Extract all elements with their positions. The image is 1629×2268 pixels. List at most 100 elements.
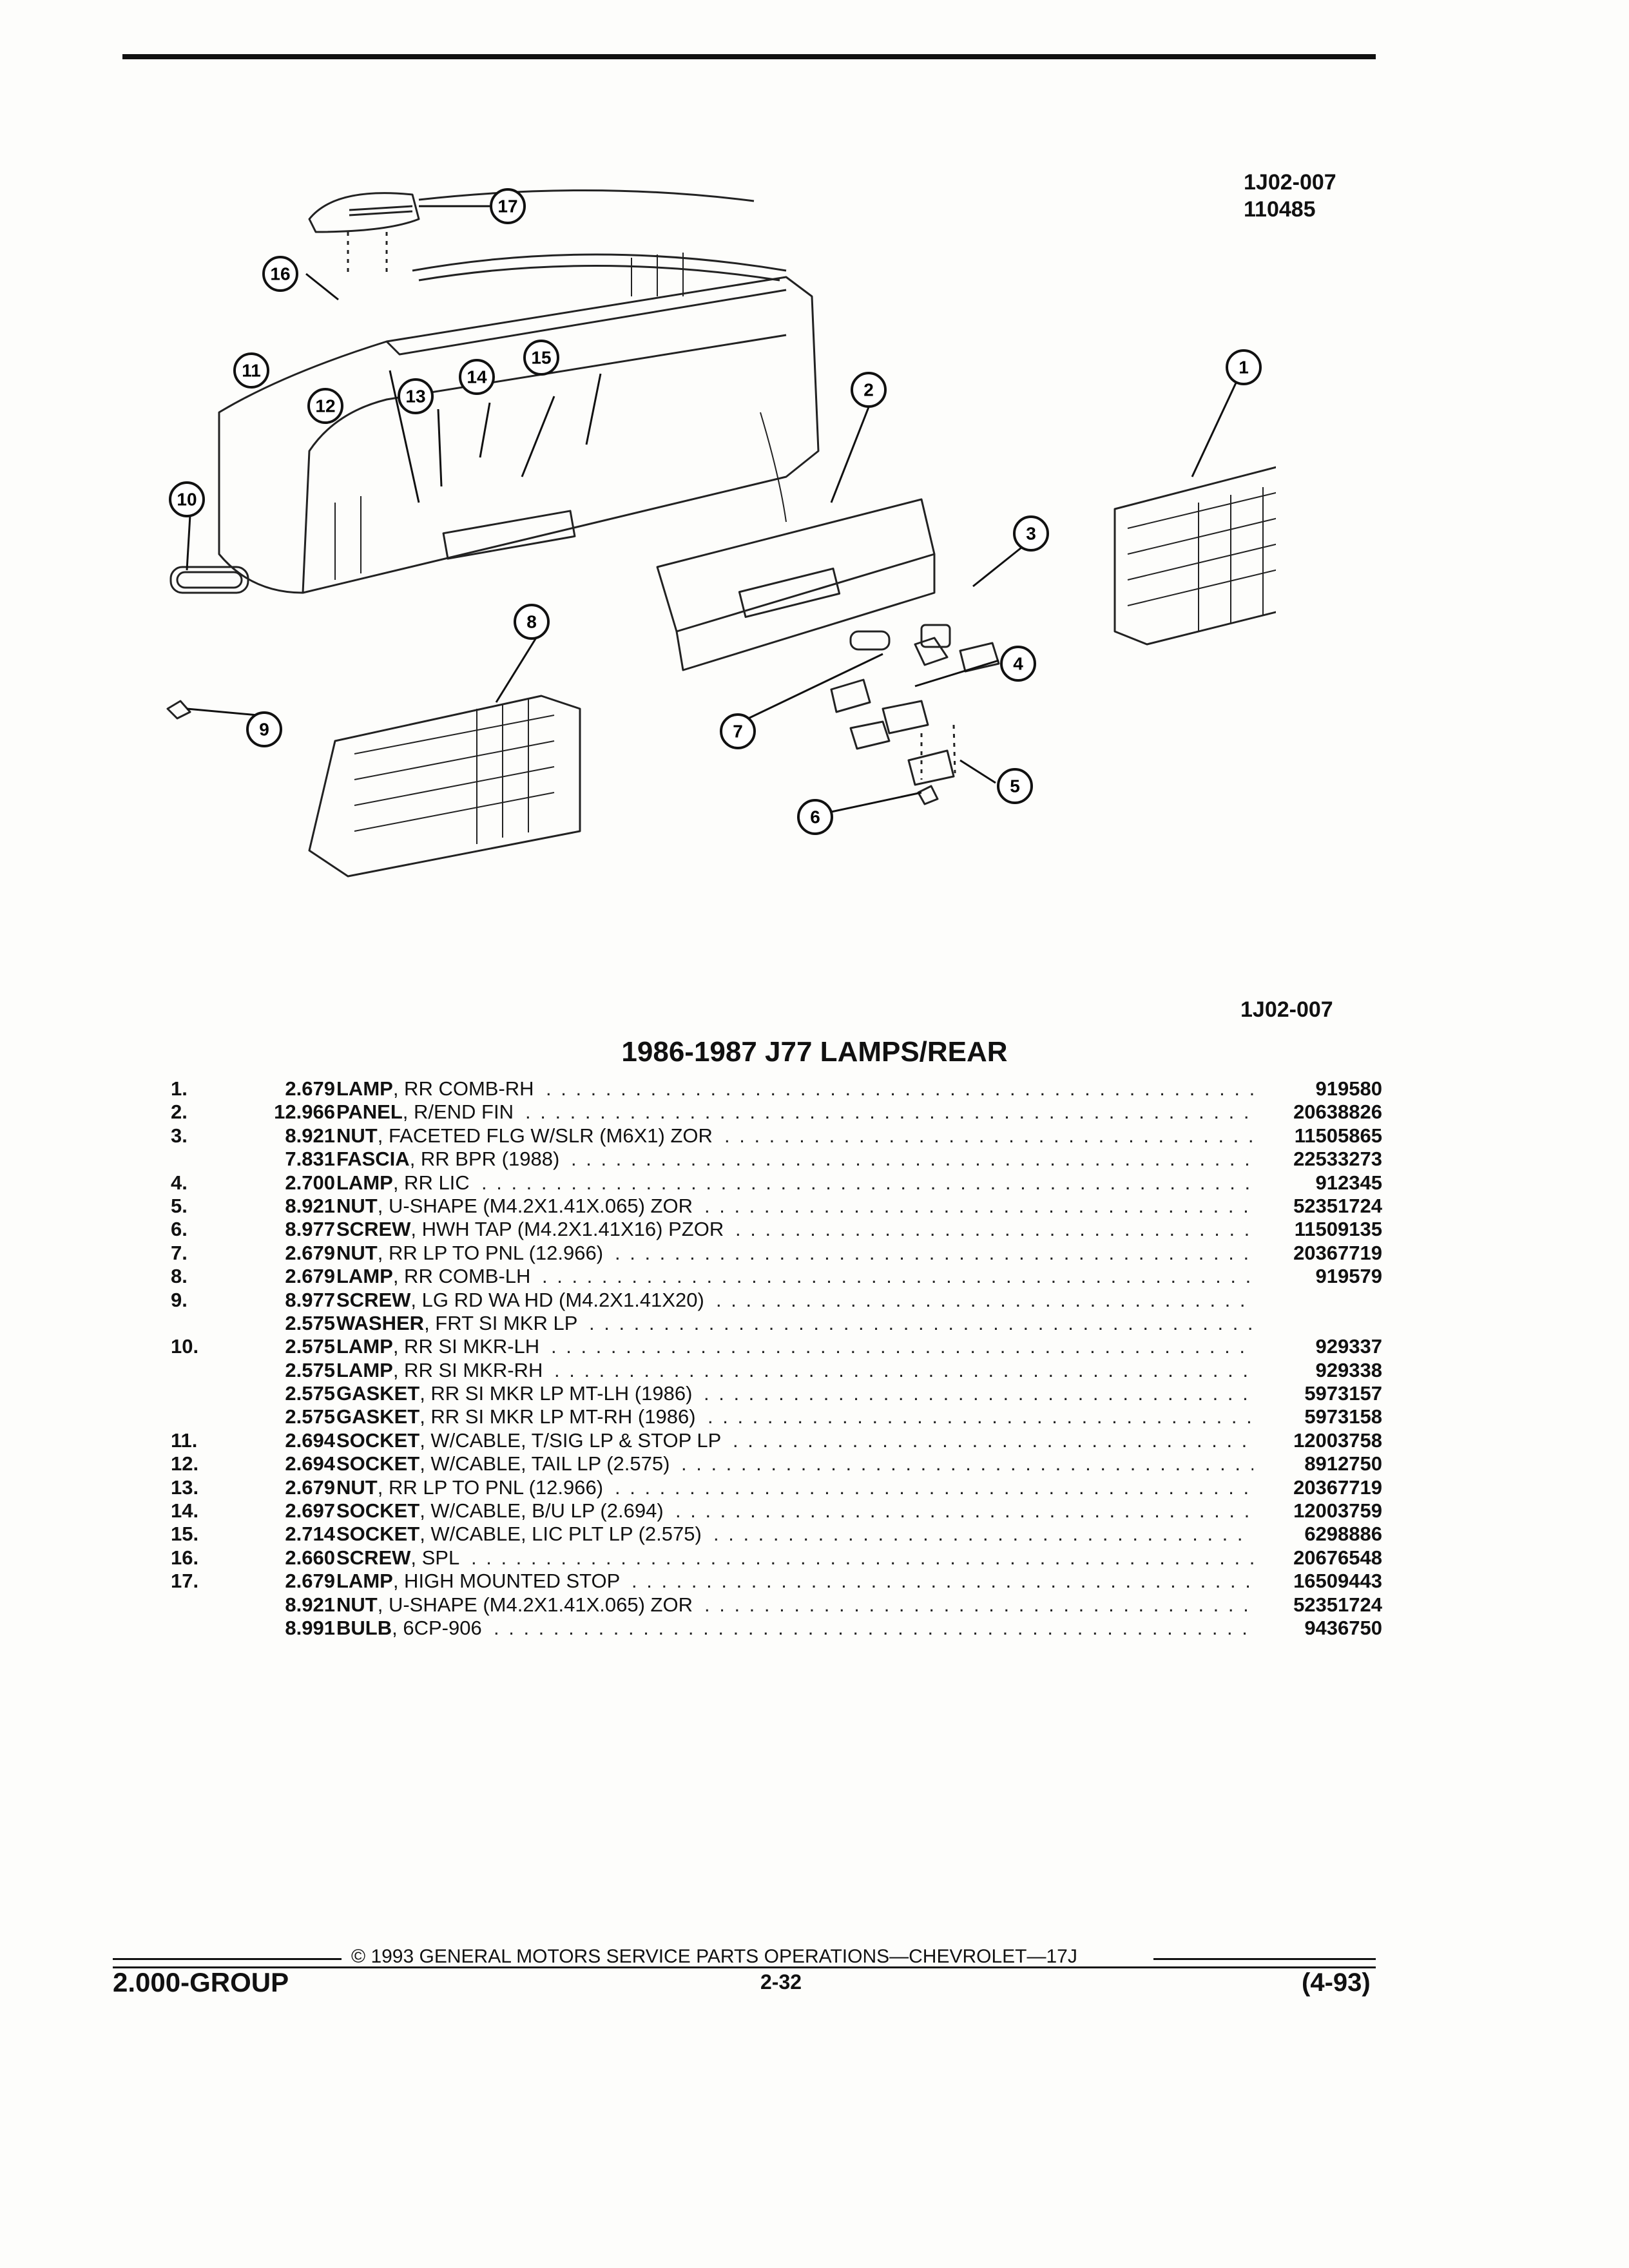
leader-dots: . . . . . . . . . . . . . . . . . . . . … [675,1499,1253,1523]
group-number: 7.831 [285,1148,335,1171]
ref-number: 12. [171,1452,199,1475]
part-description: NUT, FACETED FLG W/SLR (M6X1) ZOR [336,1124,713,1148]
ref-number: 17. [171,1570,199,1593]
figure-code-bottom: 1J02-007 [1240,997,1333,1022]
part-number: 9436750 [1304,1616,1382,1639]
callout-15-label: 15 [531,348,551,368]
callout-10: 10 [169,481,205,517]
callout-16-label: 16 [270,264,290,284]
leader-dots: . . . . . . . . . . . . . . . . . . . . … [735,1218,1253,1241]
lh-comb-lamp-shape [308,695,581,878]
part-number: 52351724 [1293,1593,1382,1616]
part-number: 20638826 [1293,1100,1382,1124]
part-detail: , HIGH MOUNTED STOP [392,1570,621,1593]
part-description: BULB, 6CP-906 [336,1617,482,1640]
leader-dots: . . . . . . . . . . . . . . . . . . . . … [704,1382,1253,1405]
part-number: 16509443 [1293,1570,1382,1593]
callout-6: 6 [797,799,833,835]
part-number: 912345 [1315,1171,1382,1194]
part-description: FASCIA, RR BPR (1988) [336,1148,559,1171]
ref-number: 8. [171,1265,188,1288]
callout-7: 7 [720,713,756,749]
footer-bottom-rule [113,1966,1376,1968]
part-number: 919579 [1315,1265,1382,1288]
callout-4: 4 [1000,646,1036,682]
figure-date-code: 110485 [1244,197,1316,222]
part-number: 20367719 [1293,1475,1382,1499]
group-number: 2.660 [285,1546,335,1569]
ref-number: 2. [171,1100,188,1124]
part-detail: , RR SI MKR-LH [392,1335,540,1358]
leader-dots: . . . . . . . . . . . . . . . . . . . . … [481,1171,1253,1194]
part-number: 8912750 [1304,1452,1382,1475]
group-number: 2.694 [285,1452,335,1475]
group-number: 2.679 [285,1241,335,1264]
callout-5-label: 5 [1010,776,1020,796]
leader-dots: . . . . . . . . . . . . . . . . . . . . … [494,1616,1253,1639]
ref-number: 11. [171,1428,198,1452]
part-detail: , SPL [410,1546,460,1569]
callout-12-label: 12 [315,396,335,416]
part-name: NUT [336,1194,378,1217]
callout-11: 11 [233,352,269,389]
part-name: LAMP [336,1570,393,1593]
group-number: 2.575 [285,1311,335,1334]
callout-17-label: 17 [497,197,517,216]
group-number: 8.977 [285,1288,335,1311]
part-number: 929337 [1315,1335,1382,1358]
part-number: 12003759 [1293,1499,1382,1523]
part-description: NUT, U-SHAPE (M4.2X1.41X.065) ZOR [336,1593,693,1617]
part-name: FASCIA [336,1148,410,1171]
callout-10-label: 10 [177,490,197,510]
ref-number: 7. [171,1241,188,1264]
part-name: LAMP [336,1358,393,1381]
part-name: NUT [336,1475,378,1499]
part-name: LAMP [336,1077,393,1100]
part-name: BULB [336,1616,392,1639]
part-number: 52351724 [1293,1194,1382,1217]
ref-number: 10. [171,1335,199,1358]
part-name: SCREW [336,1288,411,1311]
leader-dots: . . . . . . . . . . . . . . . . . . . . … [571,1148,1253,1171]
part-number: 20367719 [1293,1241,1382,1264]
rear-body-shape [218,276,820,594]
part-name: SOCKET [336,1499,420,1523]
footer-rule-right [1153,1958,1376,1960]
part-description: LAMP, RR SI MKR-LH [336,1335,539,1358]
part-detail: , R/END FIN [402,1100,514,1124]
leader-dots: . . . . . . . . . . . . . . . . . . . . … [724,1124,1253,1147]
part-detail: , FACETED FLG W/SLR (M6X1) ZOR [377,1124,713,1147]
callout-16: 16 [262,256,298,292]
part-description: GASKET, RR SI MKR LP MT-LH (1986) [336,1382,692,1405]
group-number: 8.921 [285,1593,335,1616]
part-detail: , RR LIC [392,1171,470,1194]
part-description: LAMP, RR COMB-RH [336,1077,534,1100]
callout-9-label: 9 [259,720,269,740]
leader-dots: . . . . . . . . . . . . . . . . . . . . … [733,1428,1253,1452]
callout-3: 3 [1013,515,1049,552]
ref-number: 5. [171,1194,188,1217]
leader-dots: . . . . . . . . . . . . . . . . . . . . … [708,1405,1253,1428]
ref-number: 16. [171,1546,199,1569]
group-number: 2.679 [285,1570,335,1593]
ref-number: 14. [171,1499,199,1523]
part-number: 22533273 [1293,1148,1382,1171]
part-detail: , RR LP TO PNL (12.966) [377,1475,604,1499]
part-description: SCREW, LG RD WA HD (M4.2X1.41X20) [336,1289,704,1312]
leader-dots: . . . . . . . . . . . . . . . . . . . . … [713,1523,1253,1546]
part-detail: , LG RD WA HD (M4.2X1.41X20) [410,1288,704,1311]
leader-dots: . . . . . . . . . . . . . . . . . . . . … [716,1288,1253,1311]
part-number: 11505865 [1294,1124,1382,1147]
page-title: 1986-1987 J77 LAMPS/REAR [621,1036,1008,1068]
callout-5: 5 [997,768,1033,804]
